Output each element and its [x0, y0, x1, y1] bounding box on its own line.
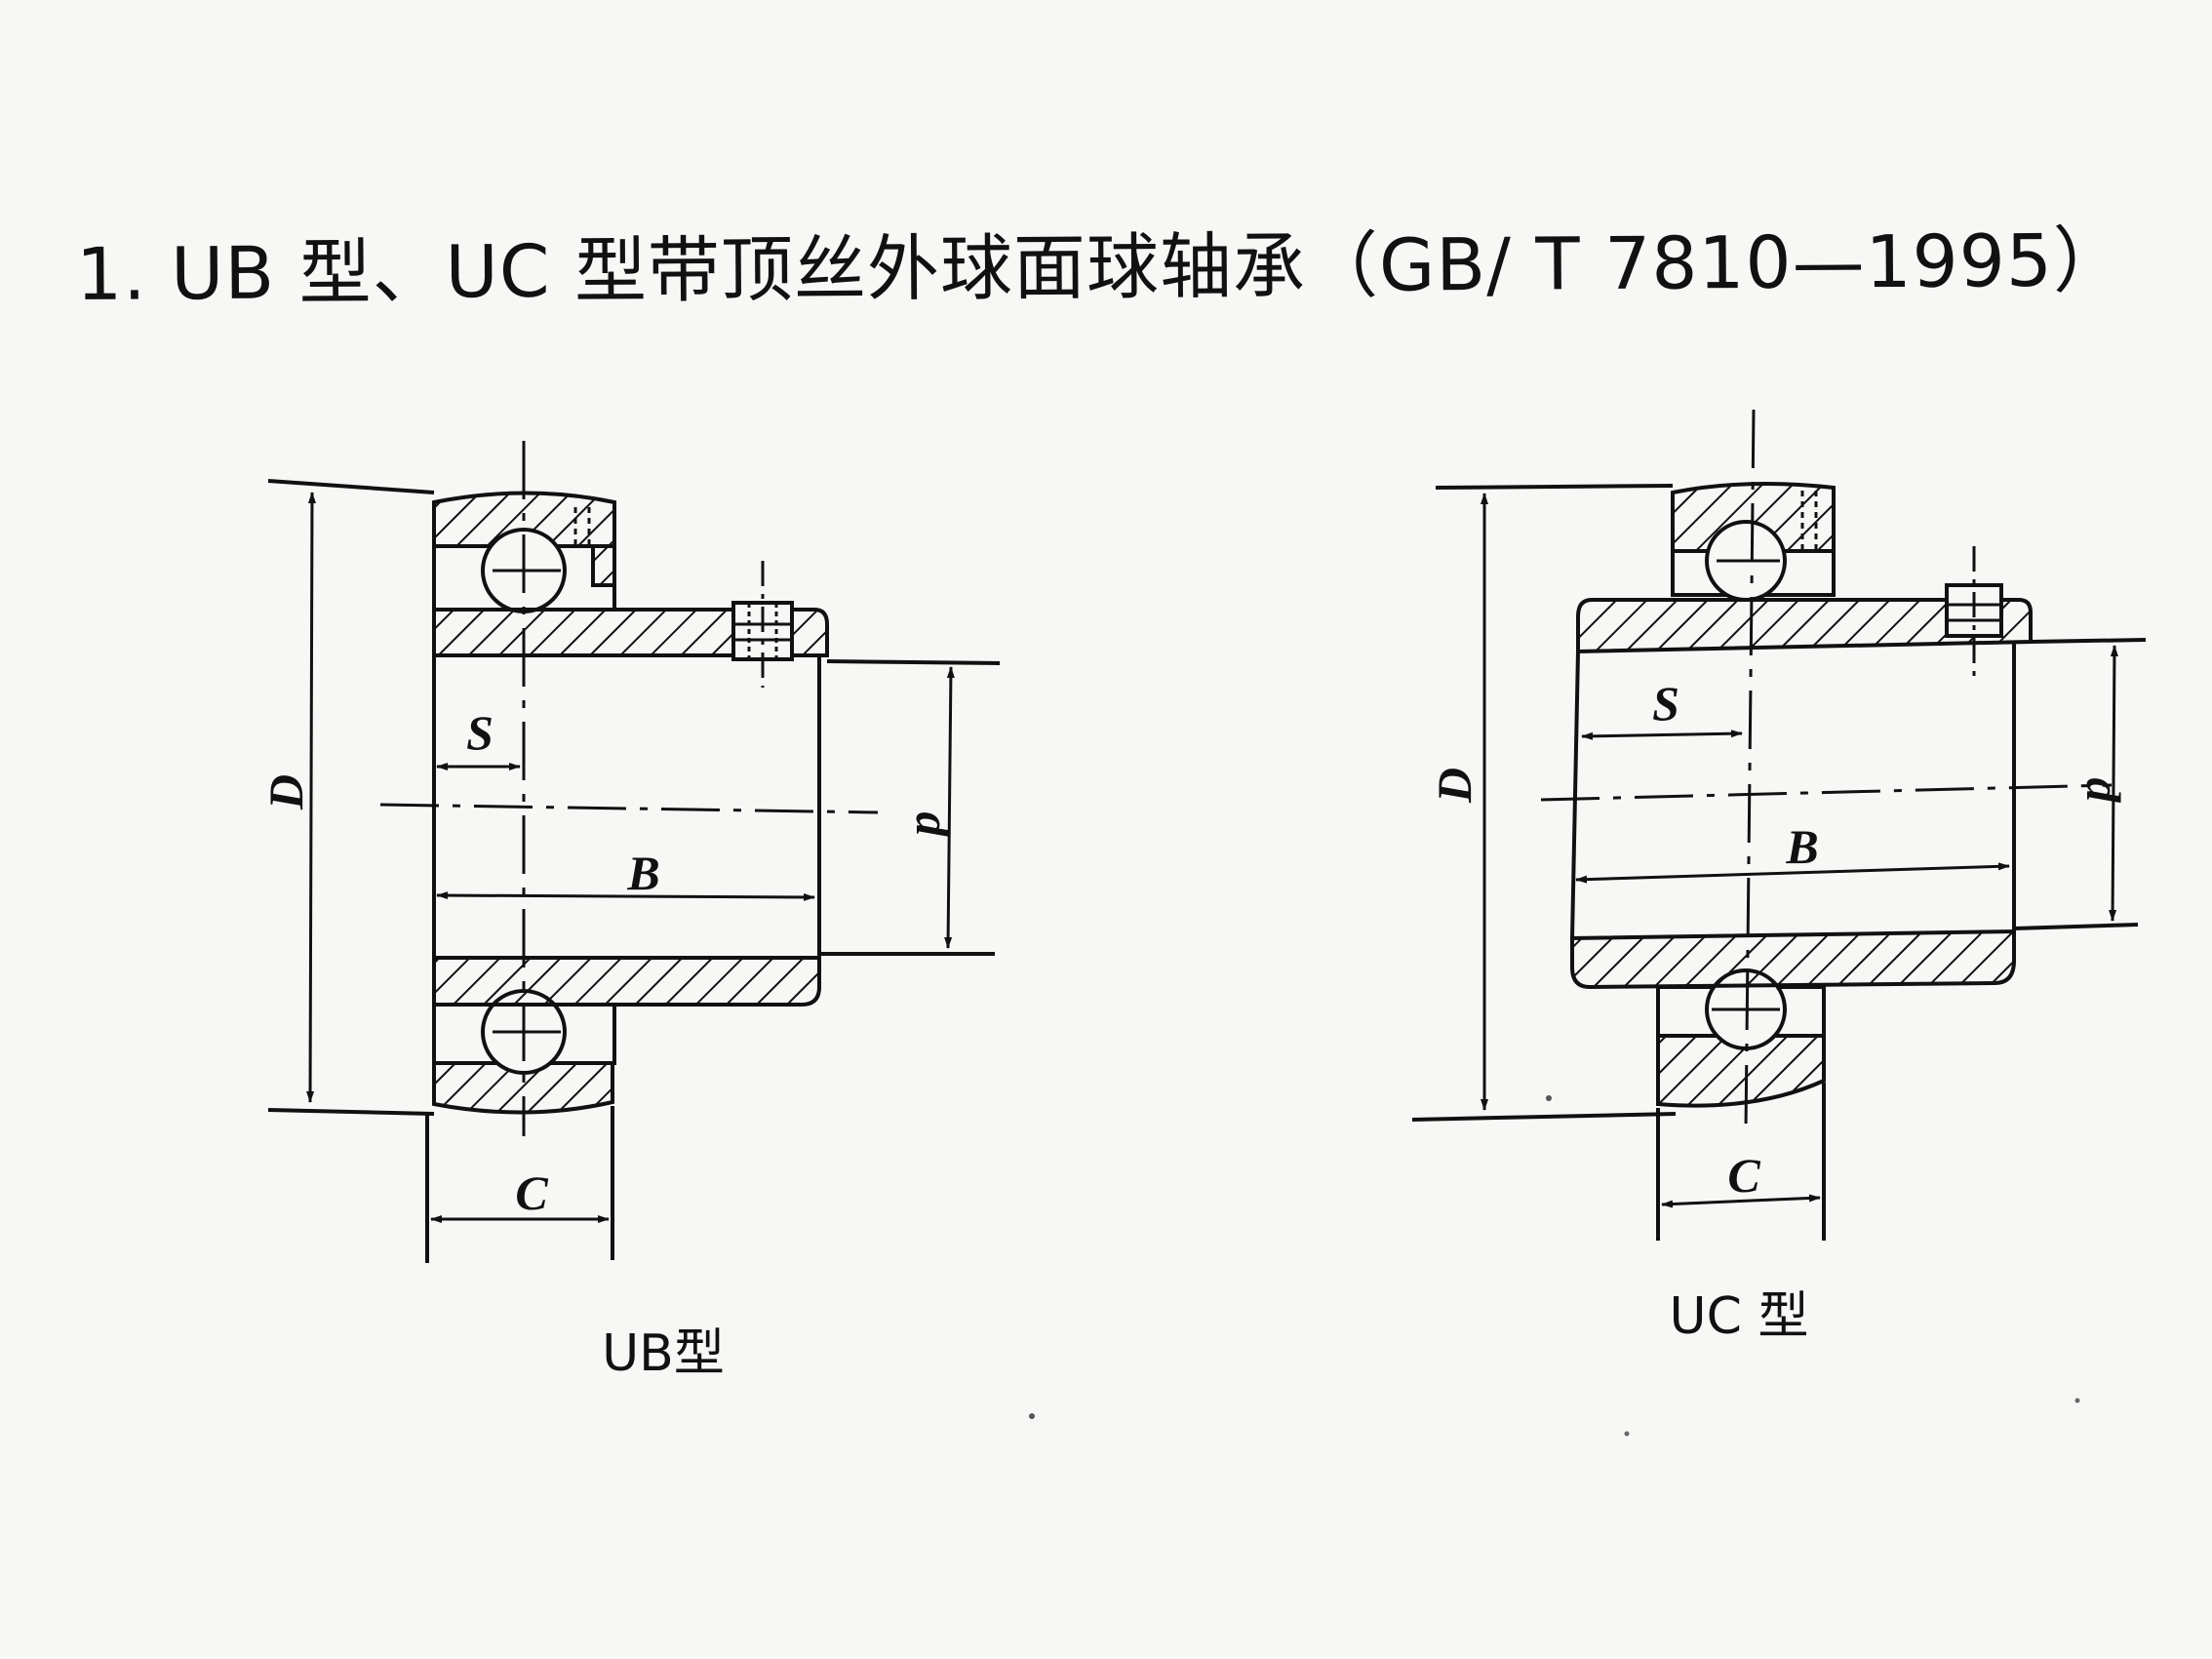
- ub-D-dimension-line: [306, 492, 316, 1103]
- uc-caption: UC 型: [1670, 1287, 1809, 1346]
- uc-d-dimension-line: [2109, 645, 2118, 922]
- ub-label-C: C: [515, 1165, 548, 1220]
- uc-label-S: S: [1652, 676, 1679, 731]
- uc-d-ext-top: [2030, 638, 2147, 644]
- ub-caption: UB型: [602, 1324, 725, 1383]
- uc-B-dimension-line: [1575, 862, 2010, 884]
- uc-ball-centerline: [1744, 409, 1756, 1132]
- ub-d-dimension-line: [944, 666, 955, 949]
- uc-inner-ring-bottom: [1570, 928, 2016, 990]
- uc-shaft-axis: [1540, 783, 2113, 802]
- ub-label-d: d: [906, 812, 961, 838]
- ub-label-S: S: [466, 705, 494, 760]
- ub-inner-ring-top: [432, 608, 829, 657]
- uc-S-dimension-line: [1581, 730, 1743, 740]
- uc-label-C: C: [1727, 1148, 1760, 1203]
- ub-type-drawing: [267, 441, 1001, 1263]
- uc-label-D: D: [1427, 768, 1481, 804]
- uc-C-dimension-line: [1661, 1194, 1821, 1208]
- scan-speck: [1624, 1431, 1630, 1437]
- ub-d-outer-ext-top: [267, 479, 435, 494]
- ub-shaft-axis: [379, 803, 879, 814]
- uc-type-drawing: [1411, 409, 2147, 1241]
- uc-bore-left: [1570, 651, 1580, 939]
- ub-inner-ring-bottom: [432, 956, 821, 1007]
- uc-label-B: B: [1785, 819, 1818, 874]
- scan-speck: [2074, 1398, 2080, 1403]
- ub-outer-ring-bottom: [432, 1061, 614, 1115]
- ub-B-dimension-line: [436, 891, 815, 901]
- uc-D-ext-bottom: [1411, 1112, 1677, 1122]
- uc-d-ext-bottom: [2013, 923, 2139, 930]
- ub-d-ext-top: [826, 659, 1001, 665]
- scan-speck: [1546, 1095, 1552, 1101]
- uc-D-ext-top: [1435, 484, 1674, 490]
- uc-outer-ring-bottom: [1656, 1034, 1826, 1108]
- uc-label-d: d: [2076, 778, 2131, 804]
- ub-label-B: B: [626, 846, 659, 900]
- ub-label-D: D: [258, 774, 313, 810]
- ub-d-outer-ext-bottom: [267, 1108, 435, 1116]
- scan-speck: [1029, 1413, 1035, 1419]
